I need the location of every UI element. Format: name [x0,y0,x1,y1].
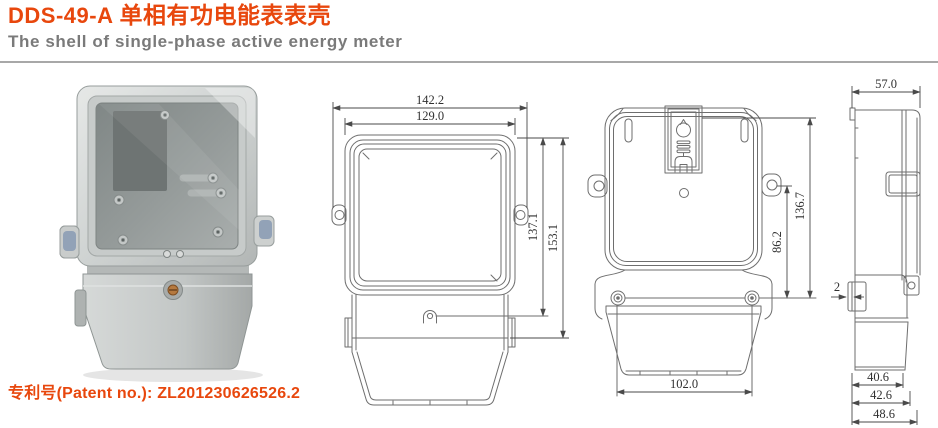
dim-label: 57.0 [875,77,897,91]
header-divider [0,61,938,63]
dim-base-width-2: 42.6 [851,388,911,406]
seal-keyhole [423,310,437,324]
front-ear-left [331,204,347,226]
dim-frame-width: 129.0 [344,109,516,135]
patent-number: ZL201230626526.2 [157,385,301,402]
front-ear-right [513,204,529,226]
dim-base-width-1: 40.6 [851,370,904,425]
side-ear-block [885,171,921,197]
dim-terminal-cover-width: 102.0 [616,377,753,395]
dim-label: 42.6 [870,388,892,402]
back-view-geometry [587,105,817,397]
dim-label: 102.0 [670,377,698,391]
terminal-screw-right [744,290,760,306]
interior-plate [113,111,167,191]
dim-overall-width: 142.2 [332,93,528,208]
dim-overall-height: 153.1 [510,137,569,339]
front-view-drawing: 142.2 129.0 137.1 153.1 [331,93,569,406]
dim-label: 136.7 [793,192,807,220]
back-view-drawing: 102.0 136.7 86.2 [587,105,817,397]
interior-bosses [113,110,227,246]
page-subtitle: The shell of single-phase active energy … [8,32,403,51]
dim-rib-thickness: 2 [831,280,864,300]
dim-label: 48.6 [873,407,895,421]
dim-base-width-3: 48.6 [851,407,918,425]
photo-shadow [83,368,263,382]
dim-label: 129.0 [416,109,444,123]
dim-ear-height: 86.2 [770,185,792,299]
front-view-geometry [331,134,549,406]
dim-label: 2 [834,280,840,294]
dim-overall-height: 136.7 [702,117,816,299]
photo-side-clip-right [253,215,275,247]
interior-terminals [163,250,184,258]
photo-side-clip-left [59,225,80,259]
hanger-slot [664,105,703,174]
product-photo [59,85,275,382]
patent-label: 专利号(Patent no.): [8,385,153,402]
dim-label: 137.1 [526,213,540,241]
back-ear-left [587,174,608,198]
dim-cover-height: 137.1 [517,137,569,317]
photo-transparent-cover [76,85,258,267]
photo-terminal-cover [74,260,253,370]
side-view-geometry [847,107,921,371]
dim-depth: 57.0 [851,77,921,108]
back-view-dimensions: 102.0 136.7 86.2 [616,117,816,395]
back-ear-right [761,173,782,197]
terminal-screw-left [610,290,626,306]
dim-label: 153.1 [546,224,560,252]
side-view-dimensions: 57.0 2 40.6 42.6 48.6 [831,77,921,425]
side-clip-bump [847,281,867,312]
dim-label: 40.6 [867,370,889,384]
dim-label: 86.2 [770,231,784,253]
glass-highlight [205,88,255,138]
side-flange [903,275,920,296]
model-code: DDS-49-A [8,3,114,28]
front-view-dimensions: 142.2 129.0 137.1 153.1 [332,93,569,339]
patent-number-line: 专利号(Patent no.): ZL201230626526.2 [8,379,300,403]
dim-label: 142.2 [416,93,444,107]
side-view-drawing: 57.0 2 40.6 42.6 48.6 [831,77,921,425]
title-chinese: 单相有功电能表表壳 [119,2,331,28]
